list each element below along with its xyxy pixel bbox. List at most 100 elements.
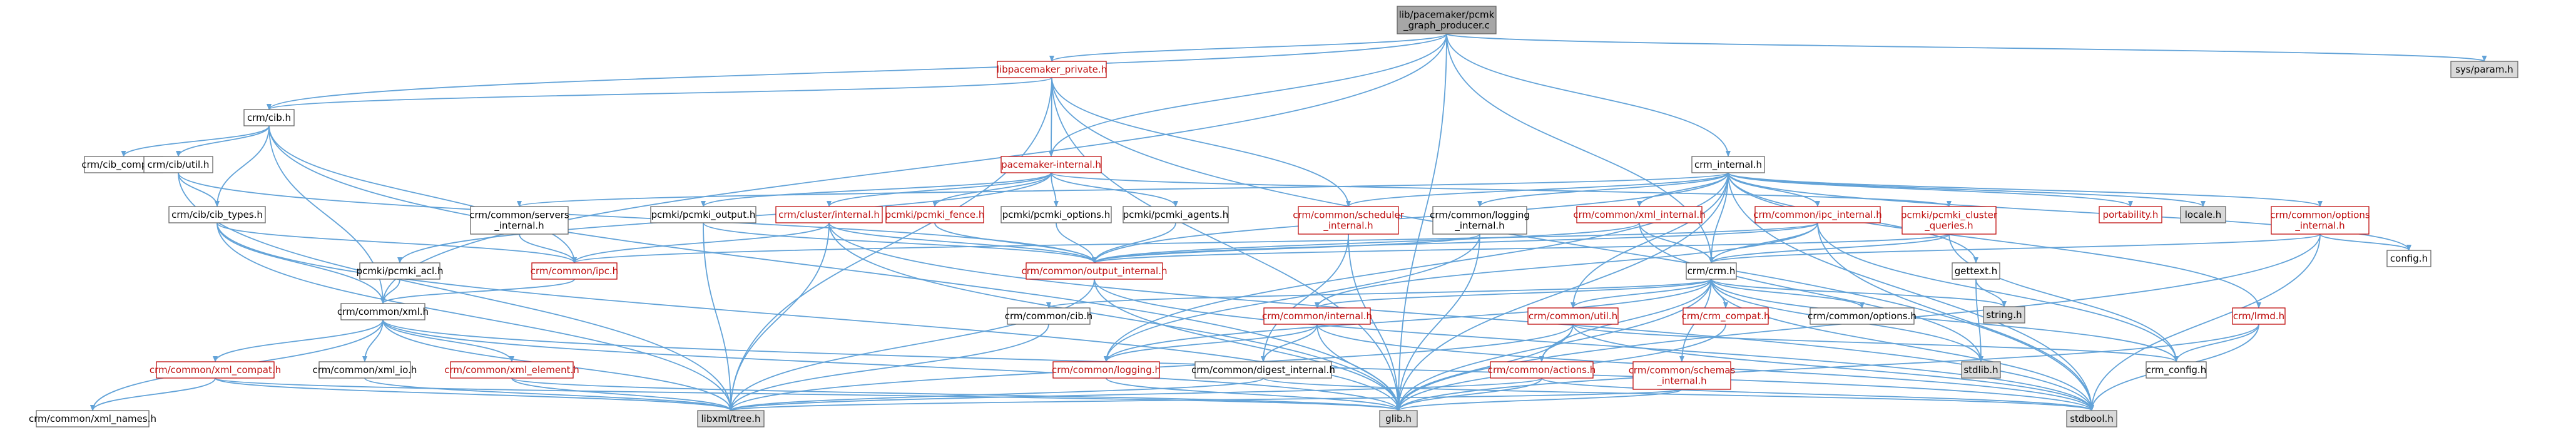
edge-schemas_internal-to-glib bbox=[1396, 389, 1683, 411]
node-xml_compat[interactable]: crm/common/xml_compat.h bbox=[150, 361, 281, 379]
node-libpacemaker_private[interactable]: libpacemaker_private.h bbox=[997, 61, 1107, 78]
node-common_util[interactable]: crm/common/util.h bbox=[1527, 307, 1619, 325]
node-label-string_h: string.h bbox=[1986, 309, 2022, 320]
edge-common_xml-to-xml_io bbox=[362, 319, 384, 362]
node-common_ipc[interactable]: crm/common/ipc.h bbox=[531, 262, 618, 280]
node-crm_compat[interactable]: crm/crm_compat.h bbox=[1682, 307, 1770, 325]
node-common_cib[interactable]: crm/common/cib.h bbox=[1005, 307, 1092, 325]
node-label-cluster_queries: pcmki/pcmki_cluster bbox=[1901, 210, 1998, 222]
edge-root-to-glib bbox=[1396, 33, 1447, 411]
node-xml_internal[interactable]: crm/common/xml_internal.h bbox=[1573, 206, 1706, 223]
node-box-digest_internal bbox=[1194, 361, 1332, 379]
node-box-portability bbox=[2099, 206, 2162, 223]
edge-pcmki_options-to-output_internal bbox=[1056, 222, 1097, 264]
node-portability[interactable]: portability.h bbox=[2099, 206, 2162, 223]
node-crm_cib[interactable]: crm/cib.h bbox=[243, 109, 295, 126]
node-pcmki_output[interactable]: pcmki/pcmki_output.h bbox=[650, 206, 756, 223]
node-label-xml_names: crm/common/xml_names.h bbox=[29, 413, 156, 425]
node-label-pcmki_output: pcmki/pcmki_output.h bbox=[651, 209, 756, 221]
edge-options_internal-to-crm_h bbox=[1709, 233, 2321, 264]
edge-logging_internal-to-common_logging bbox=[1104, 233, 1480, 362]
node-lrmd[interactable]: crm/lrmd.h bbox=[2232, 307, 2286, 325]
node-label-logging_internal: crm/common/logging bbox=[1430, 210, 1530, 221]
node-pacemaker_internal[interactable]: pacemaker-internal.h bbox=[1000, 156, 1102, 173]
edge-ipc_internal-to-output_internal bbox=[1092, 222, 1818, 264]
node-logging_internal[interactable]: crm/common/logging_internal.h bbox=[1430, 206, 1530, 235]
node-label-common_logging: crm/common/logging.h bbox=[1052, 364, 1161, 376]
node-box-pcmki_fence bbox=[885, 206, 984, 223]
node-common_options[interactable]: crm/common/options.h bbox=[1808, 307, 1917, 325]
edge-xml_internal-to-crm_h bbox=[1639, 222, 1714, 264]
node-crm_h[interactable]: crm/crm.h bbox=[1686, 262, 1737, 280]
node-xml_io[interactable]: crm/common/xml_io.h bbox=[313, 361, 417, 379]
node-root: lib/pacemaker/pcmk_graph_producer.c bbox=[1397, 6, 1497, 34]
node-common_xml[interactable]: crm/common/xml.h bbox=[337, 303, 429, 320]
edge-crm_cib-to-glib bbox=[268, 125, 1401, 411]
node-config[interactable]: config.h bbox=[2386, 250, 2431, 267]
node-box-stdlib bbox=[1961, 361, 2001, 379]
edge-common_internal-to-glib bbox=[1316, 324, 1401, 411]
edge-xml_element-to-libxml_tree bbox=[511, 377, 733, 411]
edge-cluster_queries-to-crm_h bbox=[1709, 233, 1950, 264]
node-label-common_cib: crm/common/cib.h bbox=[1005, 310, 1092, 322]
node-common_logging[interactable]: crm/common/logging.h bbox=[1052, 361, 1161, 379]
edge-crm_internal-to-config bbox=[1728, 172, 2411, 251]
node-crm_config[interactable]: crm_config.h bbox=[2146, 361, 2207, 379]
edge-pacemaker_internal-to-pcmki_output bbox=[701, 172, 1052, 207]
edge-common_internal-to-common_logging bbox=[1104, 324, 1318, 362]
edge-xml_compat-to-xml_names bbox=[90, 377, 216, 411]
edge-common_xml-to-xml_compat bbox=[213, 319, 384, 362]
node-box-crm_internal bbox=[1691, 156, 1765, 173]
node-label-common_util: crm/common/util.h bbox=[1529, 310, 1617, 322]
node-box-schemas_internal bbox=[1632, 361, 1731, 390]
node-cluster_queries[interactable]: pcmki/pcmki_cluster_queries.h bbox=[1901, 206, 1998, 235]
node-pcmki_agents[interactable]: pcmki/pcmki_agents.h bbox=[1123, 206, 1229, 223]
node-xml_element[interactable]: crm/common/xml_element.h bbox=[444, 361, 579, 379]
node-box-common_actions bbox=[1490, 361, 1594, 379]
node-digest_internal[interactable]: crm/common/digest_internal.h bbox=[1191, 361, 1335, 379]
node-box-common_internal bbox=[1263, 307, 1371, 325]
node-label-common_options: crm/common/options.h bbox=[1808, 310, 1917, 322]
edge-common_xml-to-glib bbox=[382, 319, 1401, 411]
node-xml_names[interactable]: crm/common/xml_names.h bbox=[29, 410, 156, 427]
node-pcmki_options[interactable]: pcmki/pcmki_options.h bbox=[1000, 206, 1112, 223]
node-box-string_h bbox=[1983, 306, 2025, 324]
node-label-common_internal: crm/common/internal.h bbox=[1262, 310, 1372, 322]
node-ipc_internal[interactable]: crm/common/ipc_internal.h bbox=[1753, 206, 1882, 223]
node-cluster_internal[interactable]: crm/cluster/internal.h bbox=[775, 206, 883, 223]
node-label-xml_compat: crm/common/xml_compat.h bbox=[150, 364, 281, 376]
node-pcmki_fence[interactable]: pcmki/pcmki_fence.h bbox=[885, 206, 985, 223]
node-cib_types[interactable]: crm/cib/cib_types.h bbox=[168, 206, 266, 223]
edge-lrmd-to-glib bbox=[1396, 324, 2259, 411]
edge-lrmd-to-crm_config bbox=[2174, 324, 2259, 362]
node-box-config bbox=[2386, 250, 2431, 267]
edge-cib_types-to-libxml_tree bbox=[216, 222, 733, 411]
node-output_internal[interactable]: crm/common/output_internal.h bbox=[1021, 262, 1168, 280]
node-box-pcmki_output bbox=[650, 206, 756, 223]
node-crm_internal[interactable]: crm_internal.h bbox=[1691, 156, 1765, 173]
node-cib_util[interactable]: crm/cib/util.h bbox=[143, 156, 213, 173]
node-box-sys_param bbox=[2450, 61, 2518, 78]
node-label-glib: glib.h bbox=[1385, 413, 1412, 424]
node-gettext[interactable]: gettext.h bbox=[1952, 262, 2000, 280]
edge-ipc_internal-to-crm_config bbox=[1817, 222, 2179, 362]
node-label-xml_element: crm/common/xml_element.h bbox=[444, 364, 579, 376]
node-schemas_internal[interactable]: crm/common/schemas_internal.h bbox=[1629, 361, 1736, 390]
node-box-common_ipc bbox=[531, 262, 618, 280]
node-box-libpacemaker_private bbox=[997, 61, 1107, 78]
node-box-crm_h bbox=[1686, 262, 1737, 280]
node-label-schemas_internal: _internal.h bbox=[1656, 376, 1706, 387]
node-label-libxml_tree: libxml/tree.h bbox=[701, 413, 760, 424]
node-scheduler_internal[interactable]: crm/common/scheduler_internal.h bbox=[1293, 206, 1405, 235]
node-pcmki_acl[interactable]: pcmki/pcmki_acl.h bbox=[357, 262, 444, 280]
node-servers_internal[interactable]: crm/common/servers_internal.h bbox=[469, 206, 569, 235]
node-label-servers_internal: _internal.h bbox=[494, 220, 544, 232]
edge-common_actions-to-stdbool bbox=[1541, 377, 2094, 411]
node-options_internal[interactable]: crm/common/options_internal.h bbox=[2270, 206, 2370, 235]
node-label-sys_param: sys/param.h bbox=[2455, 64, 2513, 75]
node-common_internal[interactable]: crm/common/internal.h bbox=[1262, 307, 1372, 325]
node-label-ipc_internal: crm/common/ipc_internal.h bbox=[1753, 209, 1881, 221]
edge-crm_h-to-crm_config bbox=[1711, 279, 2179, 362]
edge-common_xml-to-xml_element bbox=[382, 319, 514, 362]
node-common_actions[interactable]: crm/common/actions.h bbox=[1488, 361, 1596, 379]
